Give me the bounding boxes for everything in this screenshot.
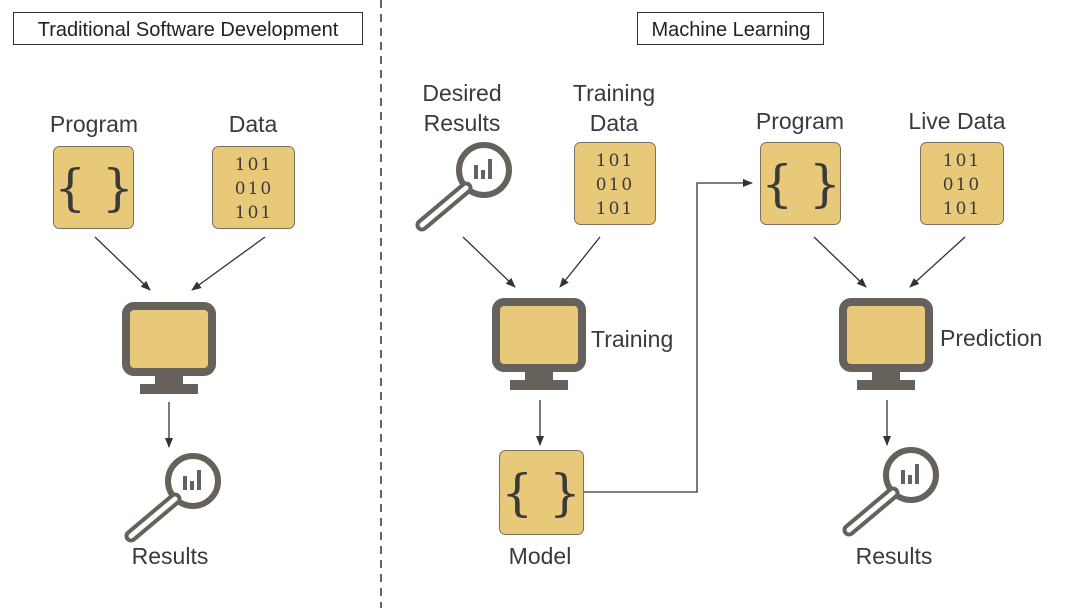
arrow bbox=[94, 236, 151, 291]
magnifier-chart-icon bbox=[422, 145, 509, 225]
svg-text:010: 010 bbox=[235, 179, 273, 199]
magnifier-chart-icon bbox=[849, 450, 936, 530]
monitor-icon bbox=[843, 302, 929, 390]
arrow bbox=[191, 236, 266, 291]
desired-results-label: Desired bbox=[422, 80, 501, 106]
svg-text:101: 101 bbox=[943, 151, 981, 171]
traditional-title: Traditional Software Development bbox=[38, 19, 339, 41]
monitor-icon bbox=[496, 302, 582, 390]
prediction-label: Prediction bbox=[940, 325, 1042, 351]
training-data-label: Training bbox=[573, 80, 655, 106]
training-data-label-2: Data bbox=[590, 110, 639, 136]
live-data-label: Live Data bbox=[908, 108, 1005, 134]
arrow bbox=[462, 236, 516, 288]
svg-text:010: 010 bbox=[596, 175, 634, 195]
svg-text:{ }: { } bbox=[761, 155, 841, 213]
program-label: Program bbox=[50, 111, 138, 137]
ml-title-box: Machine Learning bbox=[637, 12, 824, 45]
model-icon: { } bbox=[499, 450, 584, 535]
model-label: Model bbox=[509, 543, 572, 569]
traditional-title-box: Traditional Software Development bbox=[13, 12, 363, 45]
ml-title: Machine Learning bbox=[652, 19, 811, 41]
magnifier-chart-icon bbox=[131, 456, 218, 536]
training-label: Training bbox=[591, 326, 673, 352]
desired-results-label-2: Results bbox=[424, 110, 501, 136]
svg-text:101: 101 bbox=[596, 199, 634, 219]
data-label: Data bbox=[229, 111, 278, 137]
svg-text:101: 101 bbox=[235, 203, 273, 223]
code-braces-icon: { } bbox=[760, 142, 841, 225]
arrow bbox=[559, 236, 601, 288]
code-braces-icon: { } bbox=[53, 146, 134, 229]
svg-text:{ }: { } bbox=[54, 159, 134, 217]
program-label: Program bbox=[756, 108, 844, 134]
results-label: Results bbox=[132, 543, 209, 569]
binary-data-icon: 101 010 101 bbox=[212, 146, 295, 229]
arrow bbox=[909, 236, 966, 288]
svg-text:101: 101 bbox=[943, 199, 981, 219]
svg-text:101: 101 bbox=[235, 155, 273, 175]
monitor-icon bbox=[126, 306, 212, 394]
svg-text:101: 101 bbox=[596, 151, 634, 171]
arrow bbox=[813, 236, 867, 288]
model-to-program-arrow bbox=[584, 179, 753, 493]
svg-text:{ }: { } bbox=[501, 464, 581, 522]
results-label: Results bbox=[856, 543, 933, 569]
svg-text:010: 010 bbox=[943, 175, 981, 195]
binary-data-icon: 101 010 101 bbox=[920, 142, 1004, 225]
binary-data-icon: 101 010 101 bbox=[574, 142, 656, 225]
